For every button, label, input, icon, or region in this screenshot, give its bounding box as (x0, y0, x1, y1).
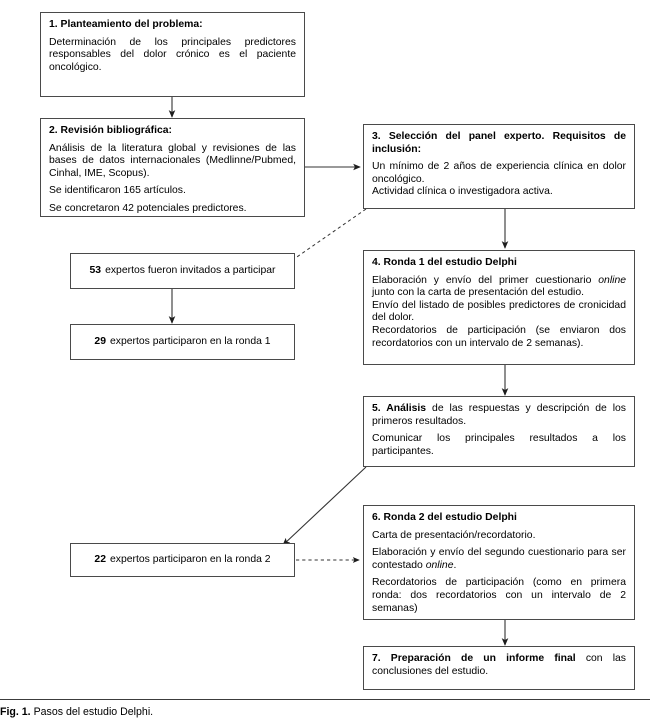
node-round2-participants[interactable]: 22 expertos participaron en la ronda 2 (70, 543, 295, 577)
step7-title: 7. Preparación de un informe final con l… (372, 653, 626, 677)
node-step-7-informe-final[interactable]: 7. Preparación de un informe final con l… (363, 646, 635, 690)
step2-body-3: Se concretaron 42 potenciales predictore… (49, 202, 247, 214)
caption-divider (0, 699, 650, 700)
step2-body-1: Análisis de la literatura global y revis… (49, 142, 296, 179)
node-invited-experts[interactable]: 53 expertos fueron invitados a participa… (70, 253, 295, 289)
arrow-step5-to-round2 (282, 466, 367, 546)
round1-count: 29 (94, 335, 106, 347)
node-step-5-analisis[interactable]: 5. Análisis de las respuestas y descripc… (363, 396, 635, 467)
step5-title: 5. Análisis de las respuestas y descripc… (372, 403, 626, 427)
step2-title: 2. Revisión bibliográfica: (49, 125, 172, 136)
step6-body-1: Carta de presentación/recordatorio. (372, 529, 536, 541)
invited-label: expertos fueron invitados a participar (105, 264, 276, 276)
step6-body-2: Elaboración y envío del segundo cuestion… (372, 547, 626, 571)
figure-caption-text: Pasos del estudio Delphi. (33, 706, 154, 718)
step3-body-2: Actividad clínica o investigadora activa… (372, 186, 553, 198)
step4-body-3: Recordatorios de participación (se envia… (372, 324, 626, 349)
node-step-2-revision[interactable]: 2. Revisión bibliográfica: Análisis de l… (40, 118, 305, 217)
step6-title: 6. Ronda 2 del estudio Delphi (372, 512, 517, 523)
step6-body-3: Recordatorios de participación (como en … (372, 577, 626, 614)
node-step-1-planteamiento[interactable]: 1. Planteamiento del problema: Determina… (40, 12, 305, 97)
step2-body-2: Se identificaron 165 artículos. (49, 185, 186, 197)
round2-count: 22 (94, 553, 106, 565)
node-step-3-seleccion-panel[interactable]: 3. Selección del panel experto. Requisit… (363, 124, 635, 209)
node-step-6-ronda-2[interactable]: 6. Ronda 2 del estudio Delphi Carta de p… (363, 505, 635, 620)
round2-label: expertos participaron en la ronda 2 (109, 553, 271, 565)
figure-label: Fig. 1. (0, 706, 31, 718)
step4-body-2: Envío del listado de posibles predictore… (372, 299, 626, 324)
step4-body-1: Elaboración y envío del primer cuestiona… (372, 274, 626, 299)
step5-body-2: Comunicar los principales resultados a l… (372, 433, 626, 457)
step1-title: 1. Planteamiento del problema: (49, 19, 203, 30)
step1-body: Determinación de los principales predict… (49, 36, 296, 73)
step3-body-1: Un mínimo de 2 años de experiencia clíni… (372, 161, 626, 185)
step4-title: 4. Ronda 1 del estudio Delphi (372, 257, 517, 268)
step3-title: 3. Selección del panel experto. Requisit… (372, 131, 626, 155)
invited-count: 53 (89, 264, 102, 276)
node-round1-participants[interactable]: 29 expertos participaron en la ronda 1 (70, 324, 295, 360)
figure-caption: Fig. 1. Pasos del estudio Delphi. (0, 706, 650, 719)
round1-label: expertos participaron en la ronda 1 (109, 335, 271, 347)
node-step-4-ronda-1[interactable]: 4. Ronda 1 del estudio Delphi Elaboració… (363, 250, 635, 365)
